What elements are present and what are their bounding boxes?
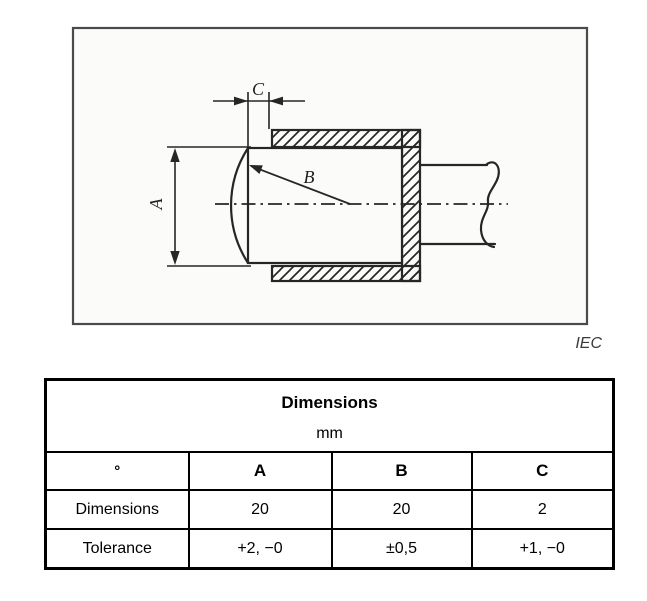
cell-dimensions-c: 2 [470,489,615,530]
col-header-c: C [470,451,615,491]
cell-dimensions-b: 20 [330,489,473,530]
col-header-b: B [330,451,473,491]
dim-c-arrow-left [269,96,283,106]
dim-label-c: C [252,79,265,99]
dim-c-arrow-right [234,96,248,106]
shaft-break-curve [479,161,500,249]
cell-tolerance-c: +1, −0 [470,528,615,570]
cap-body [246,146,404,265]
dim-a-arrow-up [170,148,180,162]
row-label-tolerance: Tolerance [44,528,190,570]
cell-tolerance-a: +2, −0 [187,528,333,570]
sleeve-bottom-wall [270,264,422,283]
iec-credit: IEC [575,335,602,352]
dim-a-arrow-down [170,251,180,265]
row-label-dimensions: Dimensions [44,489,190,530]
table-row-tolerance: Tolerance +2, −0 ±0,5 +1, −0 [44,528,615,570]
table-title: Dimensions [281,393,378,412]
dim-label-a: A [146,198,166,211]
dim-label-b: B [304,167,315,187]
col-header-a: A [187,451,333,491]
domed-cap [230,146,404,265]
cap-dome-arc [230,147,249,264]
dimensions-table: Dimensions mm ° A B C Dimensions 20 20 2… [44,378,616,570]
dimension-a [167,146,251,267]
table-column-header-row: ° A B C [44,451,615,491]
col-header-corner: ° [44,451,190,491]
dim-b-arrow [249,165,263,174]
cell-tolerance-b: ±0,5 [330,528,473,570]
table-row-dimensions: Dimensions 20 20 2 [44,489,615,530]
sleeve-cross-section [270,128,422,283]
table-header-block: Dimensions mm [44,378,615,453]
dimension-b [249,165,351,205]
sleeve-top-wall [270,128,422,149]
dim-b-line [250,165,351,205]
shaft [418,161,500,249]
sleeve-right-wall [400,128,422,283]
table-header-block-row: Dimensions mm [44,378,615,453]
cell-dimensions-a: 20 [187,489,333,530]
table-unit: mm [316,425,343,442]
technical-drawing: A C B IEC [71,26,602,352]
dimension-c [213,92,305,147]
